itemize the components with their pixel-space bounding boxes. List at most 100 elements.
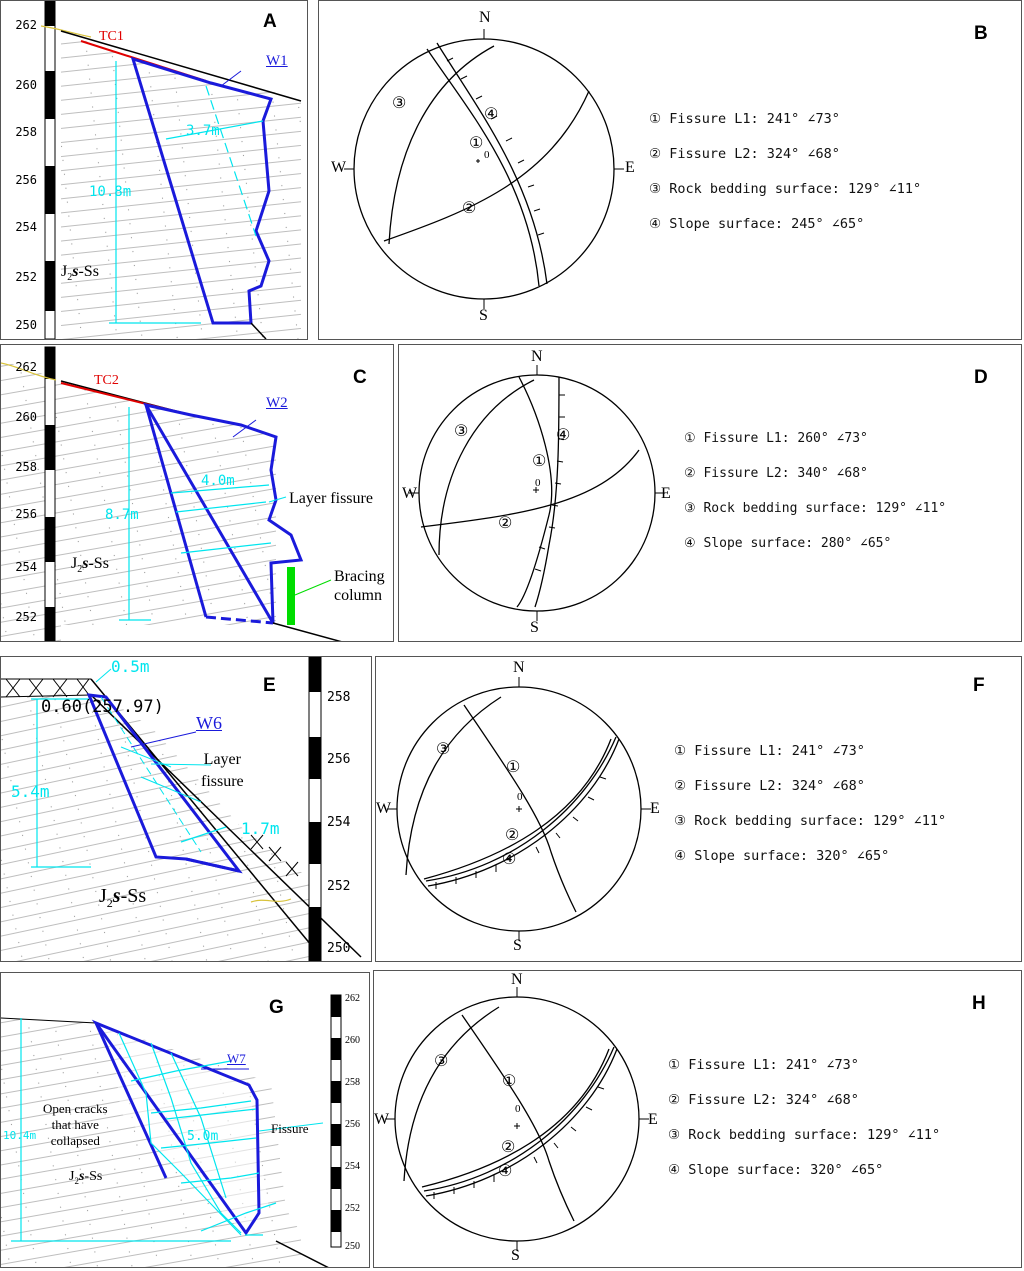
compass-s: S — [479, 307, 488, 324]
legend-f: ① Fissure L1: 241° ∠73° ② Fissure L2: 32… — [674, 741, 946, 881]
compass-e: E — [661, 485, 671, 502]
compass-s: S — [530, 619, 539, 636]
legend-item: ① Fissure L1: 260° ∠73° — [684, 431, 868, 446]
marker-1: ① — [506, 759, 521, 776]
compass-w: W — [402, 485, 418, 502]
legend-item: ① Fissure L1: 241° ∠73° — [668, 1057, 859, 1073]
legend-item: ④ Slope surface: 245° ∠65° — [649, 216, 865, 232]
panel-label-b: B — [974, 23, 988, 44]
panel-c-cross-section: C 262 260 258 256 254 252 TC2 W2 8.7m 4.… — [0, 344, 394, 642]
cross-section-g-drawing — [1, 994, 342, 1267]
cross-section-c-drawing — [1, 346, 342, 641]
compass-n: N — [479, 9, 491, 26]
elevation-scale-bar — [44, 346, 56, 641]
legend-item: ② Fissure L2: 324° ∠68° — [674, 778, 865, 794]
legend-item: ② Fissure L2: 324° ∠68° — [668, 1092, 859, 1108]
marker-1: ① — [469, 135, 484, 152]
height-dim-label: 10.8m — [89, 184, 132, 200]
legend-item: ③ Rock bedding surface: 129° ∠11° — [674, 813, 947, 829]
stereonet-h-drawing — [385, 987, 649, 1251]
panel-label-e: E — [263, 675, 276, 696]
fissure-network — [118, 1032, 277, 1236]
panel-b-stereonet: B N S W E 0 ① ② ③ ④ ① Fissure L1: 241° ∠… — [318, 0, 1022, 340]
compass-n: N — [513, 659, 525, 676]
stereonet-f-drawing — [387, 677, 651, 941]
fissure-label: Fissure — [271, 1121, 309, 1136]
legend-b: ① Fissure L1: 241° ∠73° ② Fissure L2: 32… — [649, 109, 921, 249]
panel-label-c: C — [353, 367, 367, 388]
elevation-scale-bar — [330, 994, 342, 1248]
stereonet-d-drawing — [409, 365, 665, 621]
panel-label-g: G — [269, 997, 284, 1018]
marker-2: ② — [498, 515, 513, 532]
compass-w: W — [331, 159, 347, 176]
legend-item: ③ Rock bedding surface: 129° ∠11° — [684, 501, 947, 516]
origin-label: 0 — [535, 477, 541, 489]
elevation-label: 0.60(257.97) — [41, 697, 164, 717]
origin-label: 0 — [484, 149, 490, 161]
panel-f-stereonet: F N S W E 0 ① ② ③ ④ ① Fissure L1: 241° ∠… — [375, 656, 1022, 962]
cross-section-a-drawing — [40, 1, 302, 339]
stratum-label: J2s-Ss — [69, 1169, 103, 1186]
marker-1: ① — [502, 1073, 517, 1090]
top-dim-label: 0.5m — [111, 657, 150, 676]
legend-item: ④ Slope surface: 320° ∠65° — [674, 848, 890, 864]
compass-s: S — [511, 1247, 520, 1264]
compass-w: W — [376, 800, 392, 817]
panel-g-cross-section: G 262 260 258 256 254 252 250 W7 10.4m 5… — [0, 972, 370, 1268]
marker-4: ④ — [484, 106, 499, 123]
width-dim-line — [165, 120, 264, 140]
panel-label-f: F — [973, 675, 985, 696]
legend-item: ④ Slope surface: 320° ∠65° — [668, 1162, 884, 1178]
marker-3: ③ — [454, 423, 469, 440]
stratum-label: J2s-Ss — [99, 885, 147, 910]
marker-4: ④ — [556, 427, 571, 444]
marker-1: ① — [532, 453, 547, 470]
compass-n: N — [531, 348, 543, 365]
compass-s: S — [513, 937, 522, 954]
legend-item: ② Fissure L2: 340° ∠68° — [684, 466, 868, 481]
legend-item: ④ Slope surface: 280° ∠65° — [684, 536, 892, 551]
legend-item: ③ Rock bedding surface: 129° ∠11° — [668, 1127, 941, 1143]
width-dim-label: 4.0m — [201, 473, 235, 489]
panel-a-cross-section: A 262 260 258 256 254 252 250 TC1 W1 10.… — [0, 0, 308, 340]
w1-block-outline — [130, 56, 273, 325]
fissure-dash — [205, 85, 257, 237]
marker-3: ③ — [436, 741, 451, 758]
soil-surface — [40, 25, 92, 38]
marker-2: ② — [505, 827, 520, 844]
panel-label-a: A — [263, 11, 277, 32]
panel-h-stereonet: H N S W E 0 ① ② ③ ④ ① Fissure L1: 241° ∠… — [373, 970, 1022, 1268]
width-dim-label: 1.7m — [241, 819, 280, 838]
compass-w: W — [374, 1111, 390, 1128]
marker-4: ④ — [498, 1163, 513, 1180]
height-dim-label: 5.4m — [11, 782, 50, 801]
compass-n: N — [511, 971, 523, 988]
w6-label: W6 — [196, 713, 222, 733]
elevation-scale-bar — [44, 1, 56, 339]
legend-item: ① Fissure L1: 241° ∠73° — [649, 111, 840, 127]
width-dim-label: 5.0m — [187, 1129, 219, 1144]
stratum-label: J2s-Ss — [61, 263, 99, 284]
bracing-column — [287, 567, 295, 625]
cross-section-e-drawing — [1, 657, 362, 961]
w1-label: W1 — [266, 53, 288, 69]
marker-2: ② — [501, 1139, 516, 1156]
marker-2: ② — [462, 200, 477, 217]
origin-label: 0 — [515, 1103, 521, 1115]
tc2-label: TC2 — [94, 373, 119, 388]
compass-e: E — [625, 159, 635, 176]
rock-mass-hatch — [61, 31, 301, 339]
compass-e: E — [650, 800, 660, 817]
origin-label: 0 — [517, 791, 523, 803]
legend-item: ② Fissure L2: 324° ∠68° — [649, 146, 840, 162]
stereonet-b-drawing — [344, 29, 624, 309]
marker-3: ③ — [434, 1053, 449, 1070]
panel-label-d: D — [974, 367, 988, 388]
panel-label-h: H — [972, 993, 986, 1014]
panel-d-stereonet: D N S W E 0 ① ② ③ ④ ① Fissure L1: 260° ∠… — [398, 344, 1022, 642]
stratum-label: J2s-Ss — [71, 555, 109, 576]
